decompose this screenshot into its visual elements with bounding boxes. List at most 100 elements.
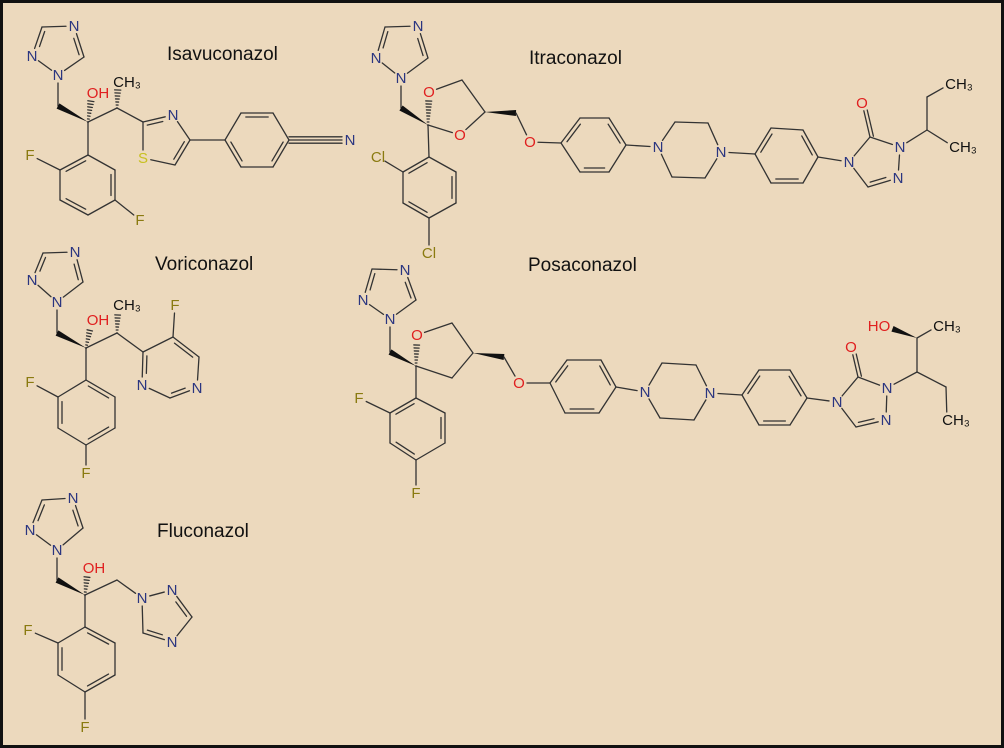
double-bond-line	[65, 160, 87, 172]
bond	[648, 398, 661, 419]
bond	[841, 407, 857, 428]
bond	[141, 351, 144, 378]
bond	[770, 127, 804, 131]
double-bond-line	[65, 198, 87, 210]
bond	[395, 299, 417, 315]
bond	[42, 251, 68, 254]
bond	[57, 626, 86, 644]
double-bond-line	[408, 162, 428, 174]
bond	[389, 442, 417, 461]
atom-label-f: F	[81, 465, 90, 482]
bond	[741, 369, 760, 396]
bond	[853, 167, 869, 188]
atom-label-o: O	[856, 95, 868, 112]
atom-label-f: F	[354, 390, 363, 407]
bond	[419, 32, 429, 59]
bond	[172, 312, 176, 338]
bond	[451, 352, 474, 379]
bond	[74, 504, 84, 529]
atom-label-n: N	[27, 48, 38, 65]
atom-label-n: N	[167, 634, 178, 651]
bond	[84, 579, 118, 596]
atom-label-n: N	[68, 490, 79, 507]
double-bond-line	[417, 37, 424, 57]
bond	[451, 322, 474, 354]
bond	[660, 153, 673, 178]
bond	[377, 26, 386, 51]
bond	[41, 25, 67, 28]
double-bond-line	[788, 375, 802, 397]
atom-label-n: N	[882, 380, 893, 397]
bond	[76, 259, 84, 283]
double-bond-line	[173, 342, 194, 358]
double-bond-line	[404, 281, 412, 299]
bond	[84, 626, 116, 644]
bond	[560, 117, 581, 144]
bond	[75, 32, 85, 58]
bond	[415, 365, 453, 379]
bond	[537, 141, 562, 144]
atom-label-o: O	[423, 84, 435, 101]
bond	[869, 136, 894, 146]
double-bond-line	[38, 30, 46, 48]
molecule-name-isavuconazol: Isavuconazol	[167, 44, 278, 65]
hashed-bond	[87, 100, 95, 103]
hashed-bond	[87, 106, 94, 109]
atom-label-oh: OH	[87, 312, 110, 329]
double-bond-line	[86, 673, 110, 687]
wedge-bond	[891, 326, 917, 338]
bond	[560, 142, 581, 173]
bond	[149, 591, 165, 597]
bond	[116, 332, 144, 353]
bond	[34, 252, 44, 274]
bond	[893, 371, 918, 385]
bond	[389, 397, 417, 414]
bond	[608, 144, 627, 173]
atom-label-n: N	[25, 522, 36, 539]
atom-label-o: O	[513, 375, 525, 392]
atom-label-n: N	[27, 272, 38, 289]
double-bond-line	[395, 403, 415, 415]
bond	[57, 427, 87, 446]
double-bond-line	[408, 201, 428, 213]
double-bond-line	[146, 629, 163, 636]
bond	[224, 139, 242, 168]
atom-label-f: F	[80, 719, 89, 736]
double-bond-line	[170, 387, 186, 394]
atom-label-n: N	[881, 412, 892, 429]
atom-label-n: N	[385, 311, 396, 328]
atom-label-ch3: CH₃	[113, 297, 141, 314]
bond	[36, 385, 59, 398]
bond	[625, 144, 651, 148]
bond	[36, 157, 61, 171]
bond	[114, 199, 135, 216]
bond	[802, 156, 819, 184]
atom-label-f: F	[170, 297, 179, 314]
wedge-bond	[388, 349, 416, 366]
bond	[916, 329, 932, 339]
hashed-bond	[85, 338, 91, 341]
atom-label-n: N	[371, 50, 382, 67]
double-bond-line	[382, 30, 389, 49]
atom-label-o: O	[454, 127, 466, 144]
bond	[176, 120, 191, 141]
bond	[59, 199, 89, 216]
bond	[661, 121, 676, 142]
bond	[916, 371, 947, 388]
atom-label-n: N	[137, 377, 148, 394]
bond	[37, 60, 53, 71]
bond	[84, 674, 116, 693]
atom-label-cl: Cl	[422, 245, 436, 262]
bond	[906, 129, 928, 144]
atom-label-n: N	[52, 294, 63, 311]
bond	[384, 160, 404, 173]
bond	[841, 376, 859, 397]
bond	[148, 387, 171, 399]
bond	[364, 268, 373, 293]
bond	[62, 527, 84, 546]
bond	[176, 616, 193, 637]
double-bond-line	[73, 263, 79, 281]
atom-label-n: N	[893, 170, 904, 187]
bond	[897, 154, 901, 171]
